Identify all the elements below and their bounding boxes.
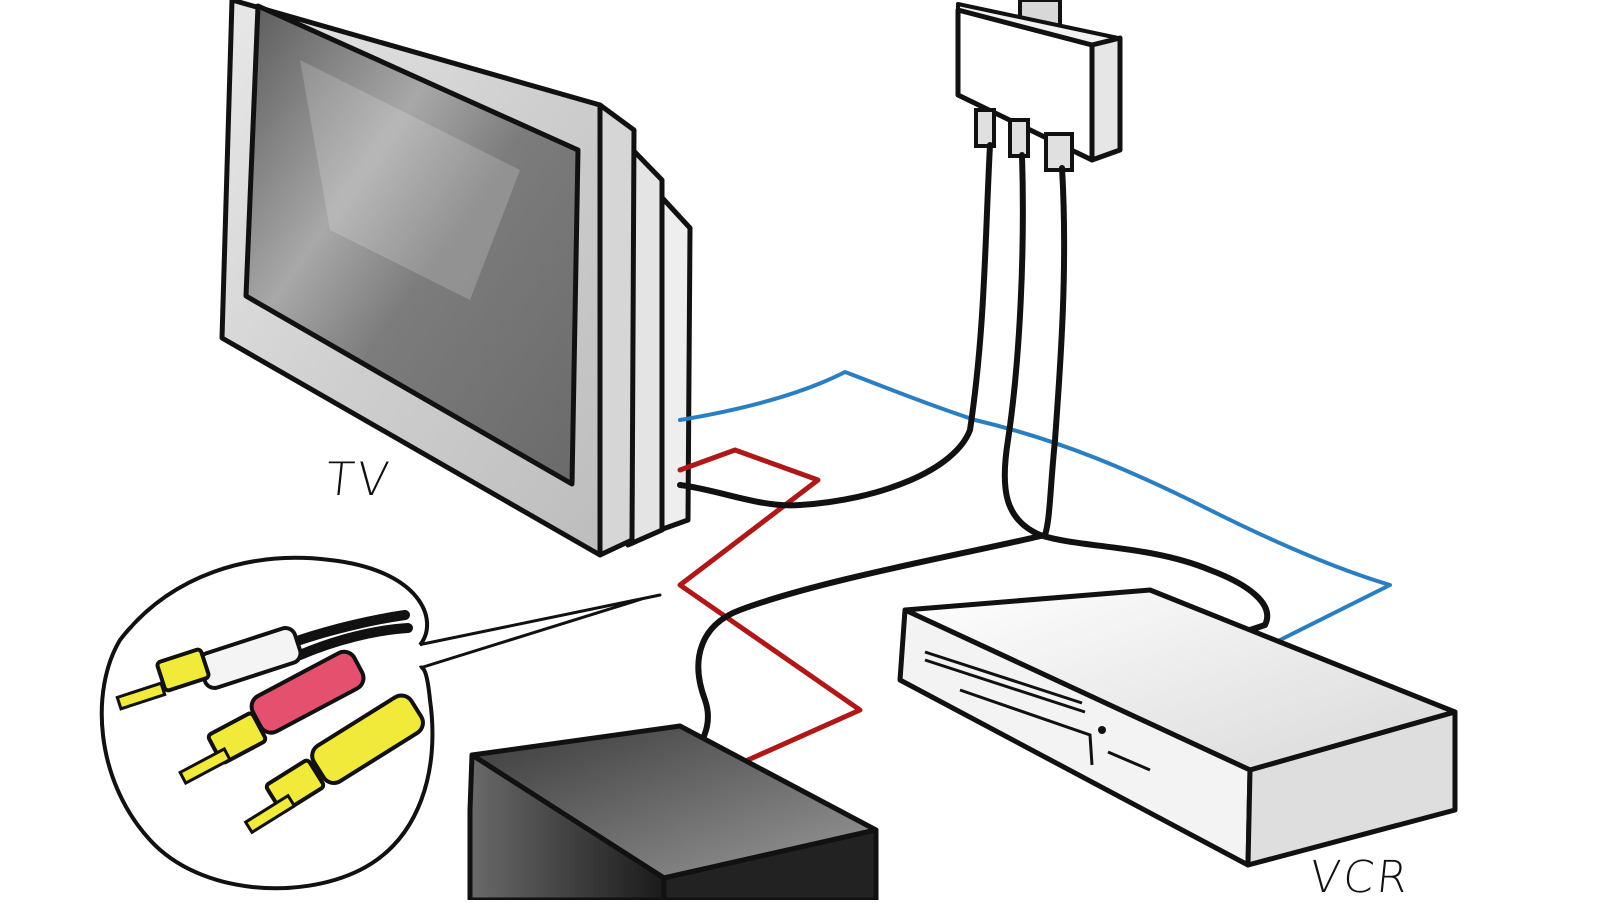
vcr-tape-slot bbox=[924, 650, 1086, 714]
vcr-button bbox=[1098, 726, 1106, 734]
red-cable bbox=[677, 447, 863, 771]
cables bbox=[416, 142, 1392, 771]
vcr bbox=[897, 587, 1458, 868]
tv-back-layer-1 bbox=[597, 102, 637, 558]
vcr-label: VCR bbox=[1307, 852, 1414, 903]
plug-2 bbox=[1008, 118, 1030, 158]
box-front bbox=[467, 752, 667, 900]
tv-screen-glare bbox=[300, 60, 520, 300]
rca-callout bbox=[99, 555, 435, 891]
tv-label: TV bbox=[323, 452, 395, 506]
rca-cable-bundle bbox=[295, 610, 413, 660]
black-cable-2 bbox=[1001, 152, 1270, 633]
tv bbox=[219, 0, 693, 558]
callout-pointer bbox=[416, 593, 662, 670]
black-cable-1 bbox=[677, 142, 993, 509]
rca-red-plug bbox=[178, 649, 366, 786]
black-cable-3 bbox=[695, 165, 1068, 748]
box-side bbox=[661, 827, 879, 900]
vcr-panel-line-2 bbox=[1107, 750, 1151, 772]
plug-1 bbox=[974, 108, 996, 148]
vcr-panel-line bbox=[959, 688, 1094, 766]
set-top-box bbox=[467, 723, 879, 900]
plug-3 bbox=[1044, 132, 1074, 172]
blue-cable bbox=[678, 370, 1392, 642]
rca-white-plug bbox=[115, 626, 303, 711]
tv-screen bbox=[243, 3, 581, 487]
wall-plate bbox=[955, 0, 1123, 172]
rca-yellow-plug bbox=[243, 693, 425, 835]
vcr-side bbox=[1245, 709, 1458, 868]
wall-plate-side bbox=[1089, 35, 1123, 163]
